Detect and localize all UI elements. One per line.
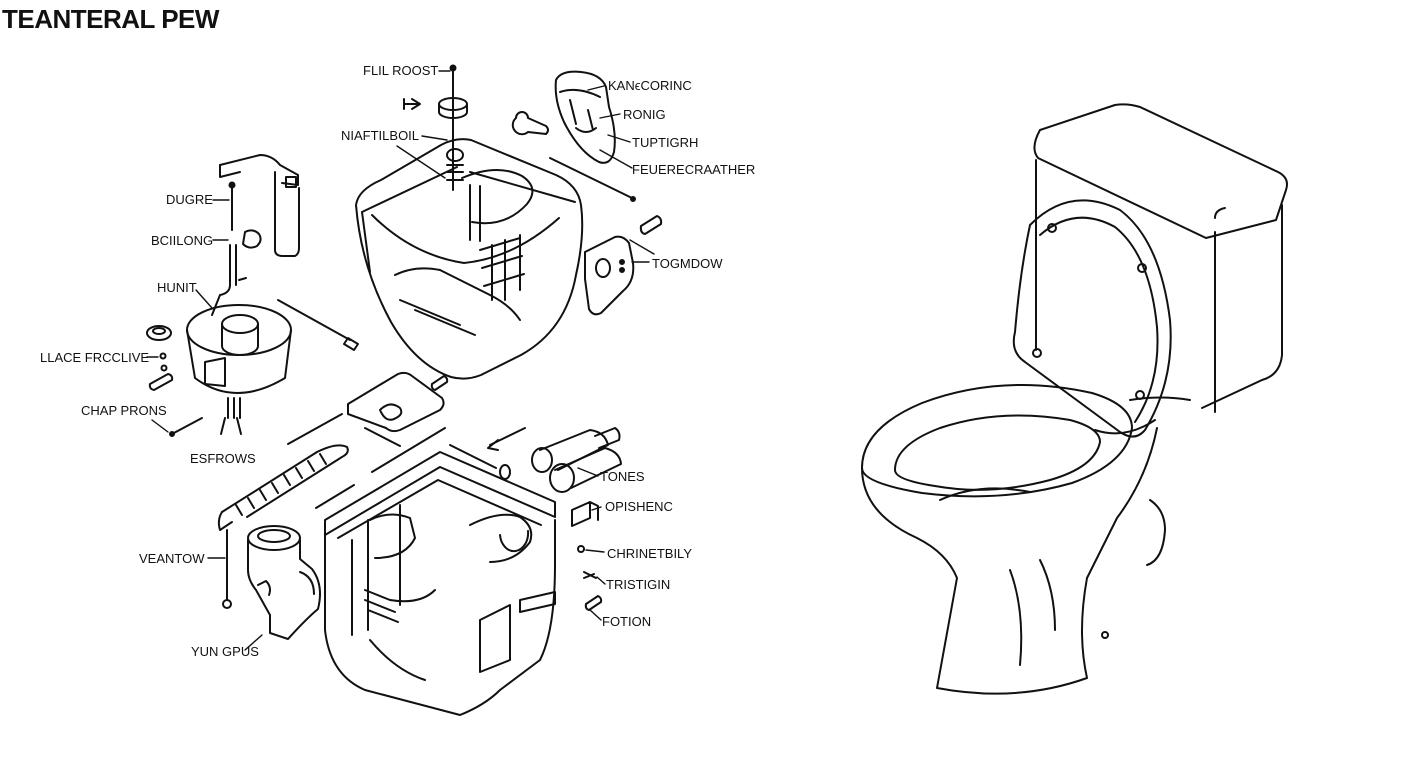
label-feuerecraather: FEUERECRAATHER	[632, 162, 756, 177]
flush-valve-cup	[186, 304, 292, 435]
label-lace-frcclive: LLACE FRCCLIVE	[40, 350, 150, 365]
label-tuptigrh: TUPTIGRH	[632, 135, 699, 150]
o-ring	[499, 464, 511, 480]
label-opishenc: OPISHENC	[605, 499, 673, 514]
clip-part	[571, 501, 599, 527]
flapper-part	[554, 70, 616, 164]
label-chap-prons: CHAP PRONS	[81, 403, 167, 418]
small-cap	[430, 375, 449, 391]
label-fotion: FOTION	[602, 614, 652, 629]
small-bead	[159, 352, 167, 360]
flush-handle-lever	[217, 444, 349, 609]
label-tones: TONES	[600, 469, 645, 484]
rod-part	[277, 299, 351, 341]
small-cylinder	[639, 215, 663, 235]
label-niaftilboil: NIAFTILBOIL	[341, 128, 420, 143]
label-hunit: HUNIT	[157, 280, 197, 295]
label-flil-roost: FLIL ROOST	[363, 63, 439, 78]
bolt-part	[511, 111, 549, 136]
lid-plate	[347, 371, 445, 433]
fill-valve-tube	[211, 244, 247, 316]
overflow-bracket	[219, 154, 300, 257]
label-chrinetbily: CHRINETBILY	[607, 546, 692, 561]
label-kanecorinc: KANϵCORINC	[608, 78, 692, 93]
upper-tank-body	[355, 138, 584, 380]
bracket-part	[584, 235, 635, 316]
label-bcillong: BCIILONG	[151, 233, 214, 248]
toilet-illustration	[861, 103, 1288, 695]
rod-part-2	[287, 413, 343, 445]
outlet-trap-pipe	[247, 525, 321, 640]
diagram-title: TEANTERAL PEW	[2, 4, 219, 34]
screw-part	[169, 417, 203, 437]
label-ronig: RONIG	[623, 107, 666, 122]
long-rod	[549, 157, 633, 199]
label-esfrows: ESFROWS	[190, 451, 256, 466]
lower-tank-box	[324, 451, 556, 716]
label-veantow: VEANTOW	[139, 551, 205, 566]
label-dugre: DUGRE	[166, 192, 213, 207]
label-togmdow: TOGMDOW	[652, 256, 723, 271]
leader-lines	[146, 70, 655, 651]
small-pin	[148, 373, 174, 391]
small-spring	[577, 545, 585, 553]
arrow-icon	[403, 98, 421, 110]
label-yun-gpus: YUN GPUS	[191, 644, 259, 659]
fill-valve-rod	[438, 64, 468, 191]
chain-link-part	[228, 181, 262, 249]
washer-ring	[146, 325, 172, 341]
twin-pipe	[531, 427, 622, 493]
label-tristigin: TRISTIGIN	[606, 577, 671, 592]
